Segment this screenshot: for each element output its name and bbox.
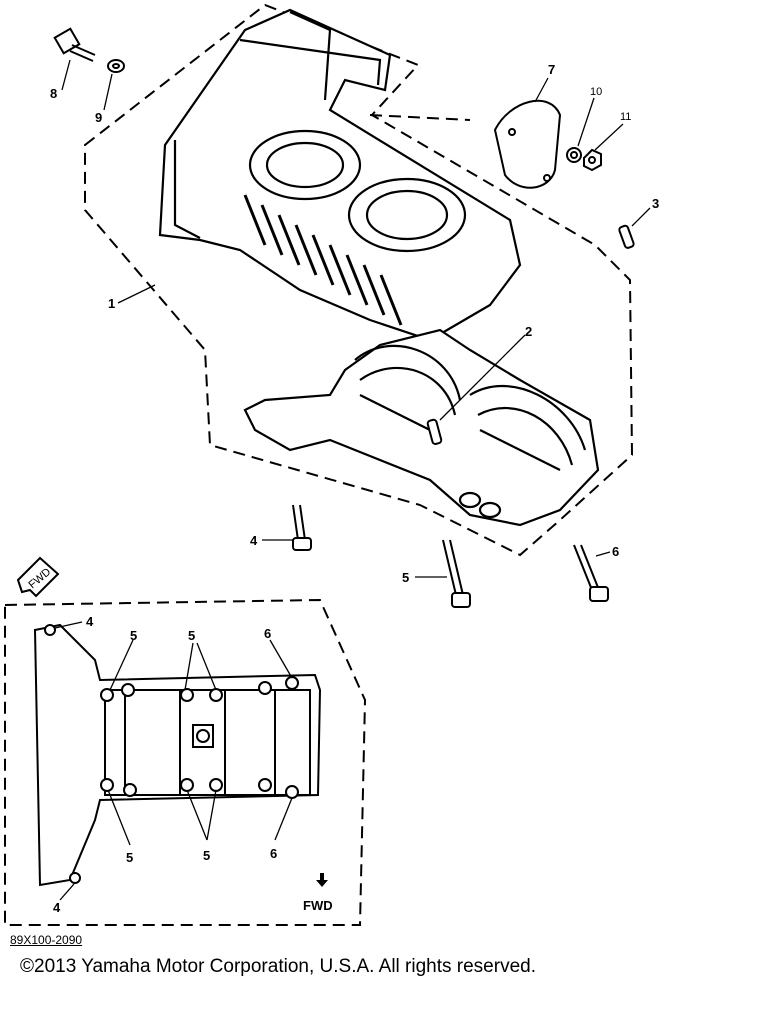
inset-callout-6-bottom: 6 [270, 846, 277, 861]
washer-10 [566, 147, 582, 163]
bolt-8 [53, 27, 96, 62]
bolt-5 [442, 539, 471, 608]
bolt-6 [573, 544, 609, 602]
bolt-4 [292, 504, 312, 551]
inset-callout-5-mid-top: 5 [188, 628, 195, 643]
callout-1: 1 [108, 296, 115, 311]
callout-10: 10 [590, 86, 602, 98]
diagram-code: 89X100-2090 [10, 933, 83, 947]
callout-11: 11 [620, 111, 631, 123]
inset-bolt-holes [44, 624, 299, 884]
crankcase-upper [158, 8, 522, 342]
assembly-dashed-outline [4, 3, 634, 926]
crankcase-lower [243, 328, 600, 527]
callout-6: 6 [612, 544, 619, 559]
fwd-label: FWD [303, 898, 333, 913]
callout-8: 8 [50, 86, 57, 101]
callout-7: 7 [548, 62, 555, 77]
washer-9 [107, 59, 125, 73]
callout-labels: 8 9 7 10 11 3 1 2 4 5 6 4 5 5 6 5 5 6 4 … [50, 62, 659, 915]
inset-callout-5-left-bottom: 5 [126, 850, 133, 865]
nut-11 [583, 148, 602, 172]
inset-callout-4-bottom: 4 [53, 900, 61, 915]
inset-leader-lines [54, 621, 293, 901]
callout-2: 2 [525, 324, 532, 339]
inset-callout-5-left-top: 5 [130, 628, 137, 643]
inset-callout-5-mid-bottom: 5 [203, 848, 210, 863]
callout-9: 9 [95, 110, 102, 125]
fwd-arrow [316, 873, 328, 887]
cooling-fins [243, 194, 403, 326]
dowel-pin-2 [426, 418, 443, 445]
inset-bottom-view [33, 623, 322, 887]
inset-callout-6-top: 6 [264, 626, 271, 641]
copyright-notice: ©2013 Yamaha Motor Corporation, U.S.A. A… [20, 956, 536, 977]
leader-lines [61, 59, 651, 578]
cover-7 [493, 99, 562, 189]
callout-3: 3 [652, 196, 659, 211]
dowel-pin-3 [618, 224, 635, 249]
inset-callout-4-top: 4 [86, 614, 94, 629]
callout-4: 4 [250, 533, 258, 548]
fwd-badge: FWD [16, 556, 60, 598]
callout-5: 5 [402, 570, 409, 585]
